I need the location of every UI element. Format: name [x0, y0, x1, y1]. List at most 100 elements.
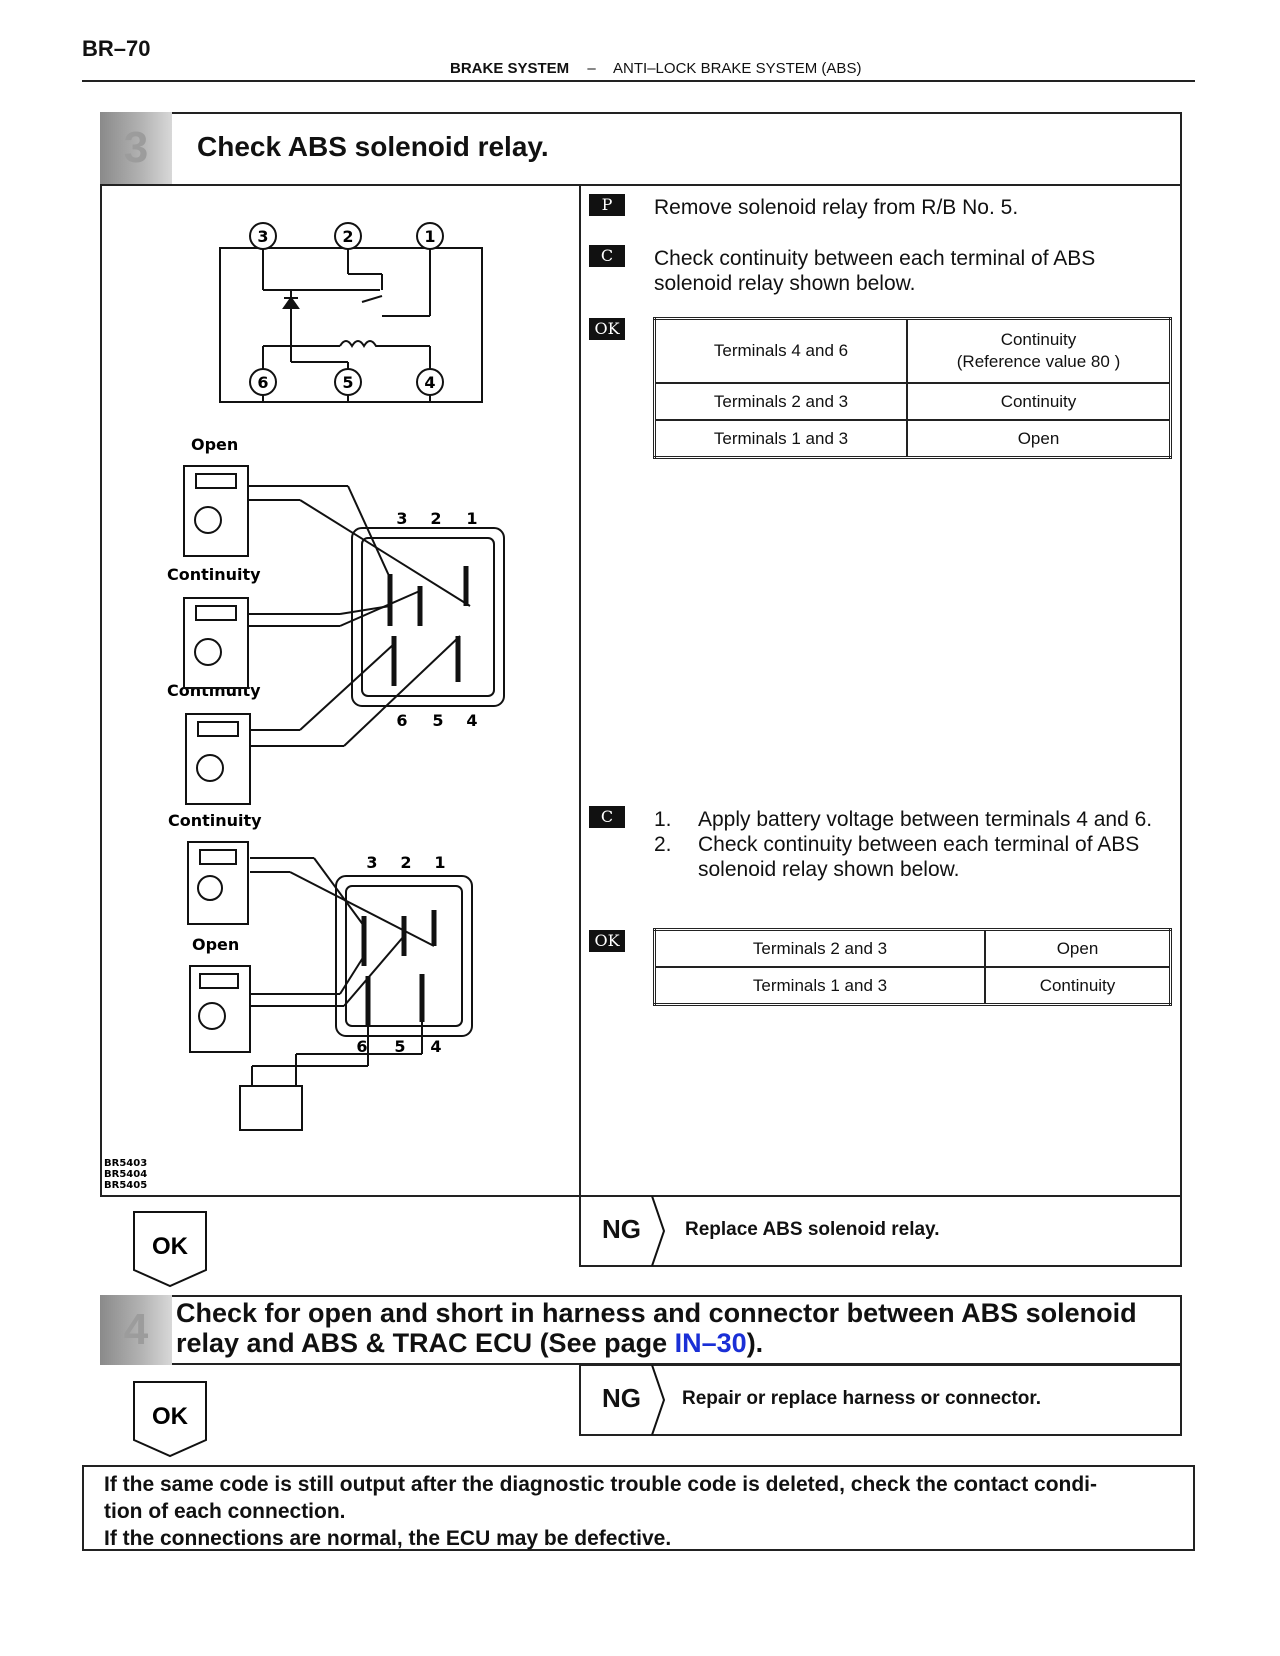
table-cell-terminals: Terminals 1 and 3 [653, 966, 986, 1006]
step3-title-rule [100, 184, 1182, 186]
schematic-terminals: 3 2 1 6 5 4 [249, 222, 444, 396]
wire [361, 295, 383, 303]
relay-diagram: 3 2 1 6 5 4 Open Continuity Continuity C… [104, 222, 505, 1191]
subsection-name: ANTI–LOCK BRAKE SYSTEM (ABS) [613, 60, 862, 77]
relay2-terminal-4: 4 [430, 1037, 441, 1056]
relay1-terminal-6: 6 [396, 711, 407, 730]
tag-ok1: OK [589, 318, 625, 340]
table-cell-result: Open [906, 419, 1172, 459]
table-row: Terminals 2 and 3 Open [653, 928, 1172, 968]
result-reference: (Reference value 80 ) [956, 352, 1121, 371]
terminal-2: 2 [334, 222, 362, 250]
step4-title-line2: relay and ABS & TRAC ECU (See page IN–30… [176, 1328, 1180, 1358]
page-number: BR–70 [82, 36, 151, 61]
relay2-terminal-2: 2 [400, 853, 411, 872]
note-line: tion of each connection. [104, 1500, 346, 1523]
label-open-2: Open [192, 935, 239, 954]
table-row: Terminals 1 and 3 Continuity [653, 966, 1172, 1006]
step3-ng-box [579, 1195, 1182, 1267]
section-name: BRAKE SYSTEM [450, 60, 570, 77]
terminal-5: 5 [334, 368, 362, 396]
terminal-label: 1 [424, 227, 435, 246]
terminal-label: 2 [342, 227, 353, 246]
step-text: Apply battery voltage between terminals … [698, 808, 1153, 831]
step4-title: Check for open and short in harness and … [176, 1298, 1180, 1358]
step4-ok-badge: OK [133, 1381, 207, 1458]
figure-code: BR5405 [104, 1180, 147, 1191]
step-text: Check continuity between each terminal o… [698, 833, 1140, 881]
page-link[interactable]: IN–30 [674, 1328, 747, 1358]
terminal-4: 4 [416, 368, 444, 396]
step3-title: Check ABS solenoid relay. [197, 131, 549, 162]
terminal-3: 3 [249, 222, 277, 250]
step4-title-post: ). [746, 1328, 764, 1358]
terminal-label: 3 [257, 227, 268, 246]
table-cell-terminals: Terminals 1 and 3 [653, 419, 908, 459]
ohmmeter-icon [185, 713, 251, 805]
instruction-remove-relay: Remove solenoid relay from R/B No. 5. [654, 196, 1019, 219]
figure-code: BR5404 [104, 1169, 147, 1180]
terminal-label: 6 [257, 373, 268, 392]
continuity-table-2: Terminals 2 and 3 Open Terminals 1 and 3… [653, 928, 1172, 1006]
step3-ng-text: Replace ABS solenoid relay. [685, 1219, 940, 1240]
relay1-terminal-1: 1 [466, 509, 477, 528]
step4-ng-text: Repair or replace harness or connector. [682, 1388, 1042, 1409]
result-line: Continuity [1000, 330, 1077, 349]
table-row: Terminals 1 and 3 Open [653, 419, 1172, 459]
label-open-1: Open [191, 435, 238, 454]
header-rule [82, 80, 1195, 82]
terminal-label: 5 [342, 373, 353, 392]
table-row: Terminals 2 and 3 Continuity [653, 382, 1172, 421]
table-cell-result: Continuity [906, 382, 1172, 421]
figure-code: BR5403 [104, 1158, 147, 1169]
step3-ok-badge: OK [133, 1211, 207, 1288]
relay1-terminal-3: 3 [396, 509, 407, 528]
relay2-terminal-5: 5 [394, 1037, 405, 1056]
terminal-6: 6 [249, 368, 277, 396]
relay1-terminal-4: 4 [466, 711, 477, 730]
list-item: 1. Apply battery voltage between termina… [654, 807, 1174, 832]
ng-chevron [651, 1365, 666, 1435]
step-number: 1. [654, 808, 672, 831]
step3-ng-label: NG [602, 1214, 641, 1244]
relay2-terminal-6: 6 [356, 1037, 367, 1056]
coil [339, 340, 382, 348]
relay2-terminal-3: 3 [366, 853, 377, 872]
ng-chevron [651, 1196, 666, 1266]
table-row: Terminals 4 and 6 Continuity (Reference … [653, 317, 1172, 384]
relay-body-1 [351, 527, 505, 707]
tag-p: P [589, 194, 625, 216]
note-line: If the connections are normal, the ECU m… [104, 1527, 672, 1550]
ohmmeter-icon [183, 597, 249, 689]
relay1-terminal-5: 5 [432, 711, 443, 730]
step4-ng-label: NG [602, 1383, 641, 1413]
ok-label: OK [152, 1403, 189, 1430]
step3-number: 3 [100, 112, 172, 184]
step4-number: 4 [100, 1295, 172, 1365]
terminal-label: 4 [424, 373, 435, 392]
step3-column-divider [579, 185, 581, 1197]
label-continuity-3: Continuity [168, 811, 262, 830]
diode [282, 296, 300, 309]
terminal-1: 1 [416, 222, 444, 250]
table-cell-terminals: Terminals 2 and 3 [653, 382, 908, 421]
ohmmeter-icon [187, 841, 249, 925]
tag-c2: C [589, 806, 625, 828]
instruction-check-continuity: Check continuity between each terminal o… [654, 247, 1096, 295]
continuity-table-1: Terminals 4 and 6 Continuity (Reference … [653, 317, 1172, 459]
ohmmeter-icon [183, 465, 249, 557]
ok-label: OK [152, 1233, 189, 1260]
table-cell-result: Continuity [984, 966, 1172, 1006]
note-line: If the same code is still output after t… [104, 1473, 1098, 1496]
note-box: If the same code is still output after t… [82, 1465, 1195, 1551]
step4-title-line1: Check for open and short in harness and … [176, 1298, 1137, 1328]
running-header: BRAKE SYSTEM – ANTI–LOCK BRAKE SYSTEM (A… [450, 60, 861, 77]
label-continuity-1: Continuity [167, 565, 261, 584]
table-cell-terminals: Terminals 2 and 3 [653, 928, 986, 968]
battery-icon [239, 1085, 303, 1131]
step4-ng-box [579, 1364, 1182, 1436]
ohmmeter-icon [189, 965, 251, 1053]
list-item: 2. Check continuity between each termina… [654, 832, 1174, 882]
tag-c1: C [589, 245, 625, 267]
table-cell-result: Continuity (Reference value 80 ) [906, 317, 1172, 384]
